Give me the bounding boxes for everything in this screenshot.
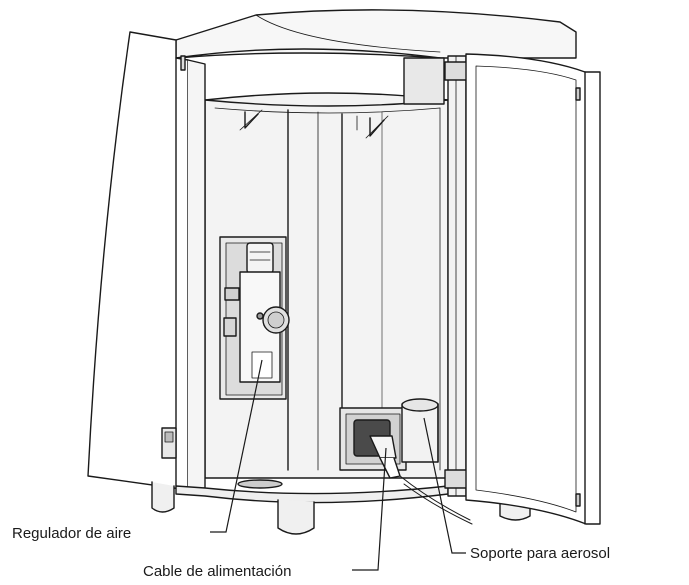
left-side-panel — [87, 31, 206, 491]
power-connector — [339, 407, 407, 479]
air-regulator-assembly — [219, 236, 290, 400]
leader-spray-holder — [423, 417, 466, 554]
right-door — [465, 53, 601, 525]
leader-power-cable — [352, 447, 387, 571]
leader-lines — [210, 359, 466, 571]
door-hinge — [403, 55, 472, 497]
leader-air-regulator — [210, 359, 263, 533]
spray-holder — [401, 398, 439, 463]
top-lid — [175, 9, 577, 59]
feet — [151, 481, 531, 535]
label-air-regulator: Regulador de aire — [12, 525, 131, 542]
label-spray-holder: Soporte para aerosol — [470, 545, 610, 562]
base-plate — [175, 475, 473, 525]
label-power-cable: Cable de alimentación — [143, 563, 291, 580]
